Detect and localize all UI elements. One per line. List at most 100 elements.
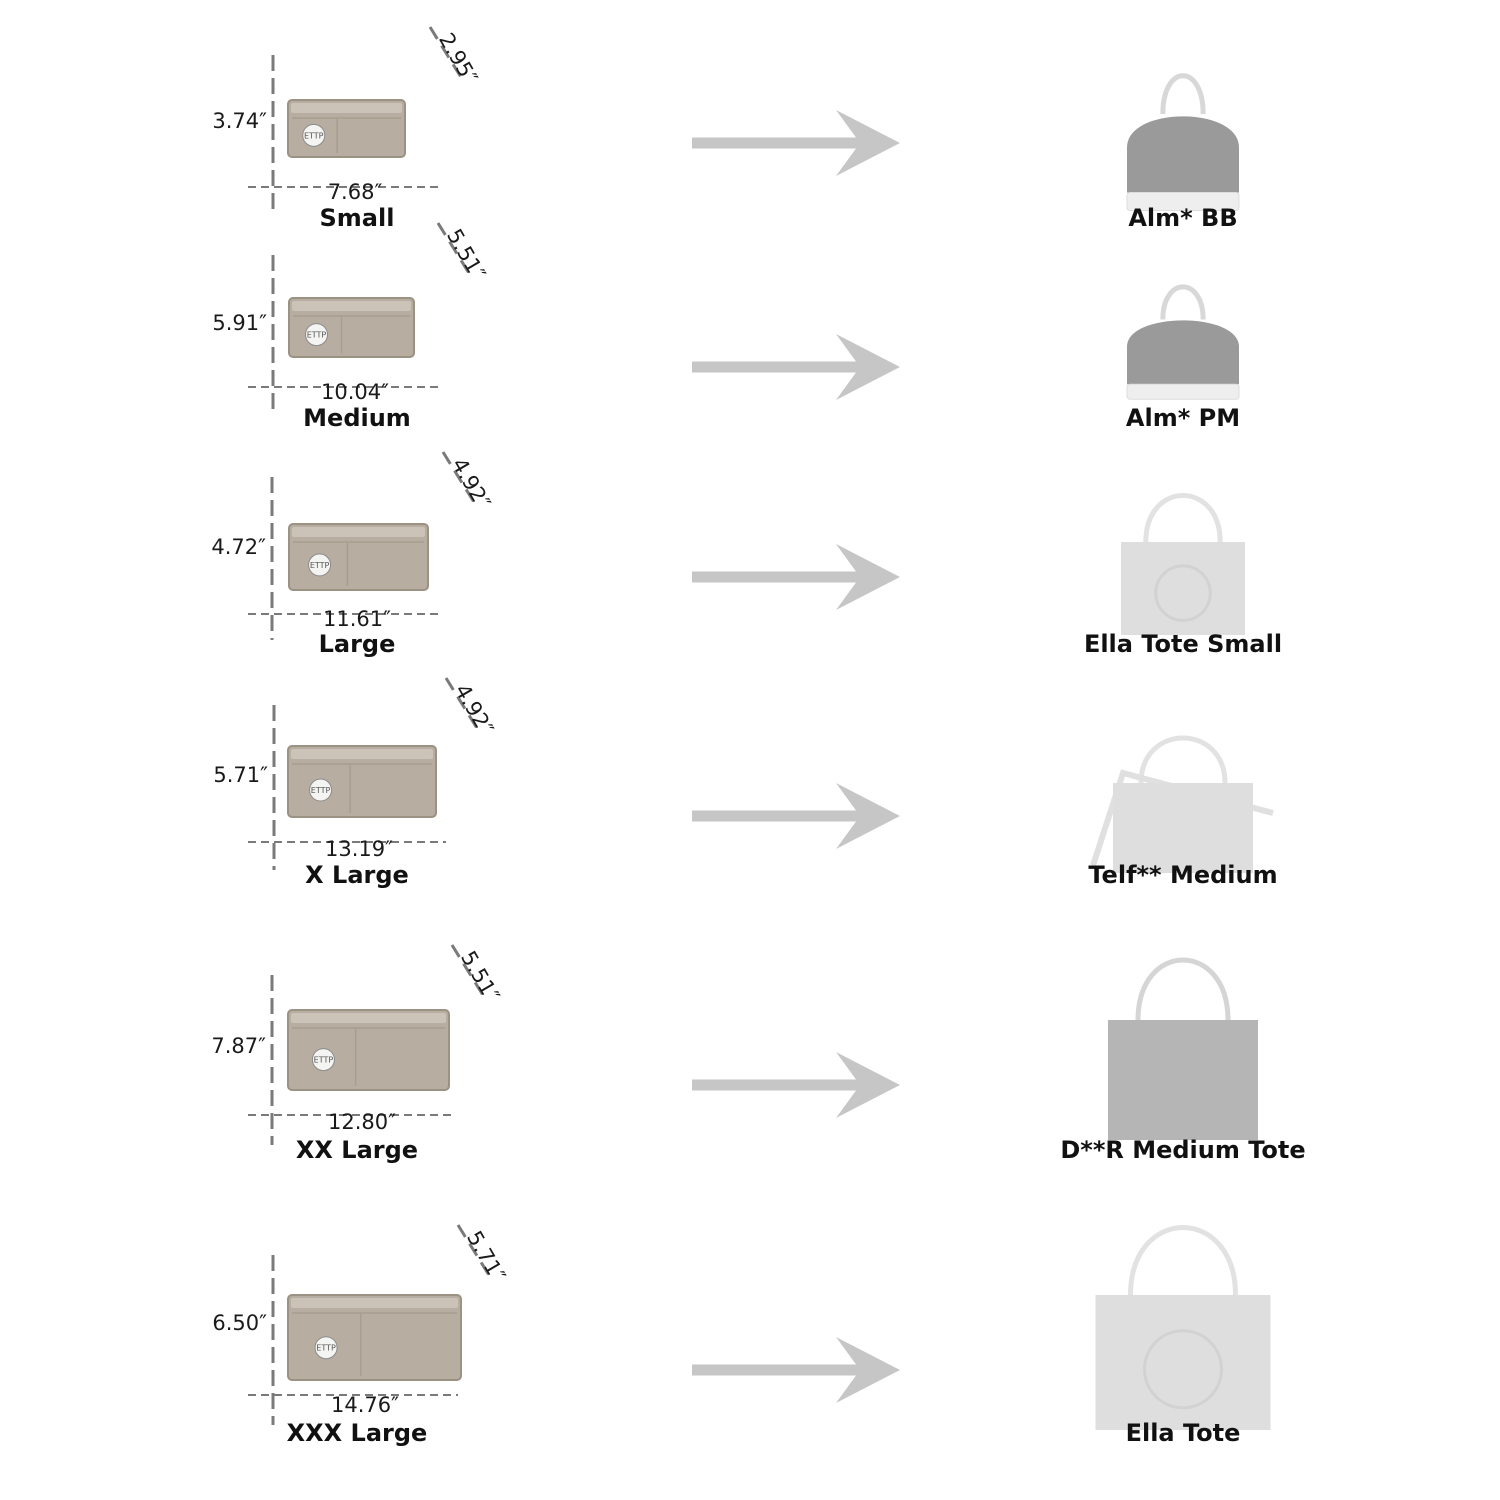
bag-handle xyxy=(1143,493,1223,543)
insert-rim xyxy=(291,1298,458,1308)
bag-body xyxy=(1127,320,1239,385)
size-row: ETTP 7.87″ 12.80″ 5.51″ XX Large D**R Medium … xyxy=(0,935,1500,1175)
size-row-graphic: ETTP 3.74″ 7.68″ 2.95″ xyxy=(212,26,1240,212)
depth-guide xyxy=(428,26,466,83)
felt-insert-icon: ETTP xyxy=(287,99,406,158)
brand-tag xyxy=(308,553,332,577)
bag-name: Ella Tote Small xyxy=(1083,630,1283,658)
dome-bag-icon xyxy=(1126,73,1240,211)
bag-base xyxy=(1126,383,1240,400)
arrow-head xyxy=(836,110,900,176)
tote-bag-icon xyxy=(1121,493,1245,635)
size-row-graphic: ETTP 4.72″ 11.61″ 4.92″ xyxy=(211,451,1245,640)
bag-body xyxy=(1095,1295,1271,1430)
brand-tag-text: ETTP xyxy=(304,131,324,140)
size-name: XXX Large xyxy=(286,1419,428,1447)
bag-handle xyxy=(1138,735,1228,784)
bag-body xyxy=(1108,1020,1258,1140)
height-label: 4.72″ xyxy=(211,535,266,559)
width-label: 14.76″ xyxy=(331,1393,399,1417)
bag-handle xyxy=(1135,957,1231,1021)
arrow-right-icon xyxy=(692,1052,900,1118)
bag-body xyxy=(1113,783,1253,873)
felt-insert-icon: ETTP xyxy=(287,745,437,818)
felt-insert-icon: ETTP xyxy=(288,523,429,591)
depth-label: 5.51″ xyxy=(456,947,504,1006)
height-label: 3.74″ xyxy=(212,109,267,133)
height-label: 5.91″ xyxy=(212,311,267,335)
bag-body xyxy=(1127,116,1239,193)
brand-tag-text: ETTP xyxy=(314,1056,334,1065)
size-name: Small xyxy=(319,204,395,232)
bag-emblem xyxy=(1154,564,1212,622)
size-name: Large xyxy=(318,630,396,658)
insert-body xyxy=(287,1294,462,1381)
insert-rim xyxy=(291,1013,446,1023)
insert-rim xyxy=(292,527,425,537)
bag-base xyxy=(1126,192,1240,211)
brand-tag-text: ETTP xyxy=(311,786,331,795)
depth-guide xyxy=(450,944,488,1001)
arrow-head xyxy=(836,1337,900,1403)
felt-insert-icon: ETTP xyxy=(287,1009,450,1091)
arrow-right-icon xyxy=(692,334,900,400)
depth-guide xyxy=(441,451,479,508)
tote-bag-icon xyxy=(1090,735,1274,873)
size-row: ETTP 3.74″ 7.68″ 2.95″ Small Alm* BB xyxy=(0,20,1500,260)
depth-label: 5.71″ xyxy=(462,1227,510,1286)
dome-bag-icon xyxy=(1126,284,1240,400)
width-label: 13.19″ xyxy=(325,837,393,861)
brand-tag-text: ETTP xyxy=(307,331,327,340)
width-label: 12.80″ xyxy=(328,1110,396,1134)
depth-label: 4.92″ xyxy=(447,454,495,513)
bag-handle xyxy=(1160,73,1206,115)
size-name: XX Large xyxy=(295,1136,419,1164)
bag-name: Alm* BB xyxy=(1128,204,1238,232)
bag-name: Telf** Medium xyxy=(1088,861,1278,889)
bag-emblem xyxy=(1143,1329,1223,1410)
size-row-graphic: ETTP 7.87″ 12.80″ 5.51″ xyxy=(211,944,1258,1145)
brand-tag-text: ETTP xyxy=(316,1344,336,1353)
depth-guide xyxy=(444,677,482,734)
arrow-right-icon xyxy=(692,1337,900,1403)
arrow-head xyxy=(836,334,900,400)
bag-handle xyxy=(1160,284,1206,320)
tote-bag-icon xyxy=(1095,1225,1271,1430)
depth-guide xyxy=(456,1224,494,1281)
felt-insert-icon: ETTP xyxy=(287,1294,462,1381)
arrow-right-icon xyxy=(692,783,900,849)
brand-tag xyxy=(302,123,326,147)
insert-rim xyxy=(292,301,411,311)
width-label: 7.68″ xyxy=(328,180,383,204)
depth-label: 2.95″ xyxy=(434,29,482,88)
insert-rim xyxy=(291,103,402,113)
height-label: 5.71″ xyxy=(213,763,268,787)
arrow-right-icon xyxy=(692,544,900,610)
arrow-head xyxy=(836,544,900,610)
depth-guide xyxy=(436,222,474,279)
brand-tag-text: ETTP xyxy=(310,561,330,570)
size-row: ETTP 4.72″ 11.61″ 4.92″ Large Ella Tote Small xyxy=(0,451,1500,702)
felt-insert-icon: ETTP xyxy=(288,297,415,358)
height-label: 7.87″ xyxy=(211,1034,266,1058)
size-name: Medium xyxy=(303,404,411,432)
arrow-right-icon xyxy=(692,110,900,176)
bag-handle xyxy=(1128,1225,1238,1296)
bag-name: D**R Medium Tote xyxy=(1060,1136,1306,1164)
brand-tag xyxy=(309,778,333,802)
brand-tag xyxy=(314,1336,338,1360)
brand-tag xyxy=(305,323,328,347)
insert-rim xyxy=(291,749,433,759)
width-label: 11.61″ xyxy=(323,607,391,631)
arrow-head xyxy=(836,783,900,849)
brand-tag xyxy=(311,1048,335,1072)
bag-name: Alm* PM xyxy=(1125,404,1241,432)
height-label: 6.50″ xyxy=(212,1311,267,1335)
tote-bag-icon xyxy=(1108,957,1258,1140)
width-label: 10.04″ xyxy=(321,380,389,404)
